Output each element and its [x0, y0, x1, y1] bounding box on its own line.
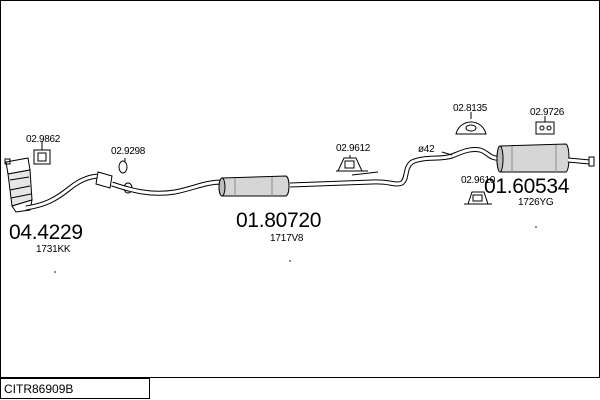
catalyst-part-number: 04.4229 — [9, 221, 83, 244]
marker-dot — [54, 271, 56, 273]
gasket-front-label: 02.9862 — [26, 134, 61, 145]
middle-pipe-drawing — [111, 179, 223, 196]
hanger-rear-right-label: 02.9726 — [530, 107, 565, 118]
catalyst-ref: 1731KK — [36, 244, 71, 255]
gasket-icon — [4, 158, 11, 165]
hanger-rear-low-label: 02.9610 — [461, 175, 496, 186]
middle-silencer-ref: 1717V8 — [270, 233, 304, 244]
vehicle-code-box: CITR86909B — [0, 378, 150, 399]
marker-dot — [289, 260, 291, 262]
vehicle-code: CITR86909B — [4, 382, 74, 396]
rear-pipe-drawing — [289, 147, 503, 188]
pipe-diameter-label: ø42 — [418, 144, 435, 155]
rear-silencer-drawing — [496, 143, 595, 173]
catalyst-drawing — [5, 157, 113, 213]
hanger-02-9726-icon — [535, 116, 555, 135]
pipe-diameter-arrow-icon — [441, 151, 453, 156]
marker-dot — [535, 226, 537, 228]
hanger-middle-label: 02.9612 — [336, 143, 371, 154]
rear-silencer-part-number: 01.60534 — [484, 175, 570, 198]
middle-silencer-drawing — [218, 175, 290, 197]
hanger-02-9610-icon — [464, 191, 492, 205]
rear-silencer-ref: 1726YG — [518, 197, 554, 208]
gasket-02-9862-icon — [33, 141, 51, 165]
middle-silencer-part-number: 01.80720 — [236, 209, 322, 232]
hanger-02-9612-icon — [336, 155, 379, 176]
hanger-02-8135-icon — [455, 112, 487, 135]
hanger-top-label: 02.8135 — [453, 103, 488, 114]
ring-joint-label: 02.9298 — [111, 146, 146, 157]
